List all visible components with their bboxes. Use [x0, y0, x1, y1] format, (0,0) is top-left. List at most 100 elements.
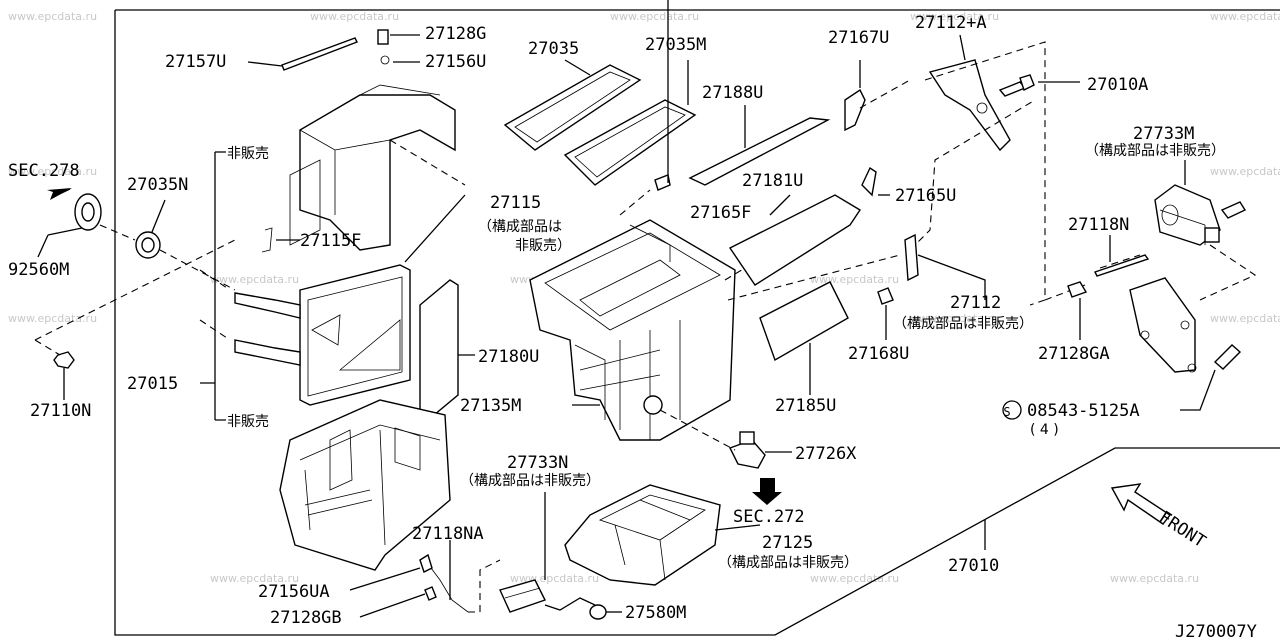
label-27118NA: 27118NA: [412, 524, 484, 544]
label-27128GA: 27128GA: [1038, 344, 1110, 364]
label-27112A: 27112+A: [915, 13, 987, 33]
label-27110N: 27110N: [30, 401, 91, 421]
evaporator-27015: [234, 264, 411, 406]
s-mark-letter: S: [1003, 405, 1010, 419]
label-27733M: 27733M: [1133, 124, 1194, 144]
label-27580M: 27580M: [625, 603, 686, 623]
note-27733N-components: （構成部品は非販売）: [460, 473, 600, 489]
duct-27125: [564, 484, 721, 586]
watermark: www.epcdata.ru: [1210, 10, 1280, 23]
door-27185U: [759, 281, 849, 362]
clip-27115F: [261, 227, 273, 253]
watermark: www.epcdata.ru: [1210, 312, 1280, 325]
link-27112: [904, 233, 919, 282]
clip-27168U: [877, 287, 894, 305]
assembly-frame: [114, 9, 1280, 636]
label-27112: 27112: [950, 293, 1001, 313]
diagram-code: J270007Y: [1175, 622, 1257, 640]
label-27015: 27015: [127, 374, 178, 394]
nut-27110N: [53, 351, 75, 400]
watermark: www.epcdata.ru: [1110, 572, 1199, 585]
label-27135M: 27135M: [460, 396, 521, 416]
filter-27180U: [419, 279, 459, 421]
rod-27118N: [1094, 254, 1150, 277]
fitting-27726X: [659, 409, 792, 469]
label-27188U: 27188U: [702, 83, 763, 103]
heater-case-27135M: [529, 219, 736, 441]
note-27733M-components: （構成部品は非販売）: [1085, 143, 1225, 159]
label-27181U: 27181U: [742, 171, 803, 191]
actuator-27733N: [499, 492, 546, 613]
watermark: www.epcdata.ru: [610, 10, 699, 23]
watermark: www.epcdata.ru: [910, 10, 999, 23]
label-27156UA: 27156UA: [258, 582, 330, 602]
upper-case-27115: [289, 29, 466, 251]
watermark: www.epcdata.ru: [310, 10, 399, 23]
label-27726X: 27726X: [795, 444, 857, 464]
label-27118N: 27118N: [1068, 215, 1129, 235]
note-27112-components: （構成部品は非販売）: [893, 316, 1033, 332]
label-27157U: 27157U: [165, 52, 226, 72]
label-27010A: 27010A: [1087, 75, 1148, 95]
watermark: www.epcdata.ru: [810, 273, 899, 286]
label-27035N: 27035N: [127, 175, 188, 195]
rod-27118NA: [424, 559, 469, 613]
label-27128G: 27128G: [425, 24, 486, 44]
note-27115-components-b: 非販売）: [515, 238, 571, 254]
watermark: www.epcdata.ru: [8, 165, 97, 178]
label-27165F: 27165F: [690, 203, 751, 223]
frame-27035: [503, 59, 642, 151]
s-mark-icon: [1002, 400, 1022, 420]
watermark: www.epcdata.ru: [210, 273, 299, 286]
note-not-sold-1: 非販売: [227, 146, 269, 162]
label-27180U: 27180U: [478, 347, 539, 367]
label-08543-qty: ( 4 ): [1030, 422, 1059, 438]
label-27035: 27035: [528, 39, 579, 59]
lever-27167U: [844, 88, 866, 132]
label-27156U: 27156U: [425, 52, 486, 72]
front-arrow-icon: [1110, 483, 1172, 525]
label-27115F: 27115F: [300, 231, 361, 251]
label-27733N: 27733N: [507, 453, 568, 473]
label-27010: 27010: [948, 556, 999, 576]
actuator-assembly-outline: [909, 41, 1046, 306]
door-27181U: [728, 194, 861, 286]
label-27115: 27115: [490, 193, 541, 213]
label-27185U: 27185U: [775, 396, 836, 416]
link-27112A: [928, 59, 1011, 152]
lever-27165U: [861, 166, 877, 197]
note-27115-components-a: （構成部品は: [478, 219, 562, 235]
ring-27035N: [135, 231, 161, 259]
watermark: www.epcdata.ru: [8, 312, 97, 325]
watermark: www.epcdata.ru: [210, 572, 299, 585]
screw-27165F: [654, 174, 671, 191]
watermark: www.epcdata.ru: [810, 572, 899, 585]
arrow-sec272: [752, 478, 782, 505]
seal-27188U: [688, 117, 831, 186]
harness-27580M: [544, 597, 596, 611]
label-27128GB: 27128GB: [270, 608, 342, 628]
bracket-plate: [1129, 277, 1196, 373]
frame-27035M: [563, 60, 697, 186]
lower-case: [279, 399, 451, 571]
screw-actuator: [1220, 201, 1247, 219]
label-27168U: 27168U: [848, 344, 909, 364]
label-front: FRONT: [1155, 507, 1209, 552]
watermark: www.epcdata.ru: [910, 312, 999, 325]
watermark: www.epcdata.ru: [8, 10, 97, 23]
clip-27128GA: [1067, 281, 1088, 298]
screw-08543-5125A: [1213, 344, 1242, 370]
label-sec272: SEC.272: [733, 507, 805, 527]
rod-27157U: [281, 37, 358, 71]
label-sec278: SEC.278: [8, 161, 80, 181]
watermark: www.epcdata.ru: [1210, 165, 1280, 178]
note-not-sold-2: 非販売: [227, 414, 269, 430]
screw-27010A: [998, 81, 1027, 97]
label-92560M: 92560M: [8, 260, 69, 280]
seal-92560M: [74, 193, 102, 231]
label-27165U: 27165U: [895, 186, 956, 206]
label-27035M: 27035M: [645, 35, 706, 55]
label-27167U: 27167U: [828, 28, 889, 48]
note-27125-components: （構成部品は非販売）: [718, 555, 858, 571]
